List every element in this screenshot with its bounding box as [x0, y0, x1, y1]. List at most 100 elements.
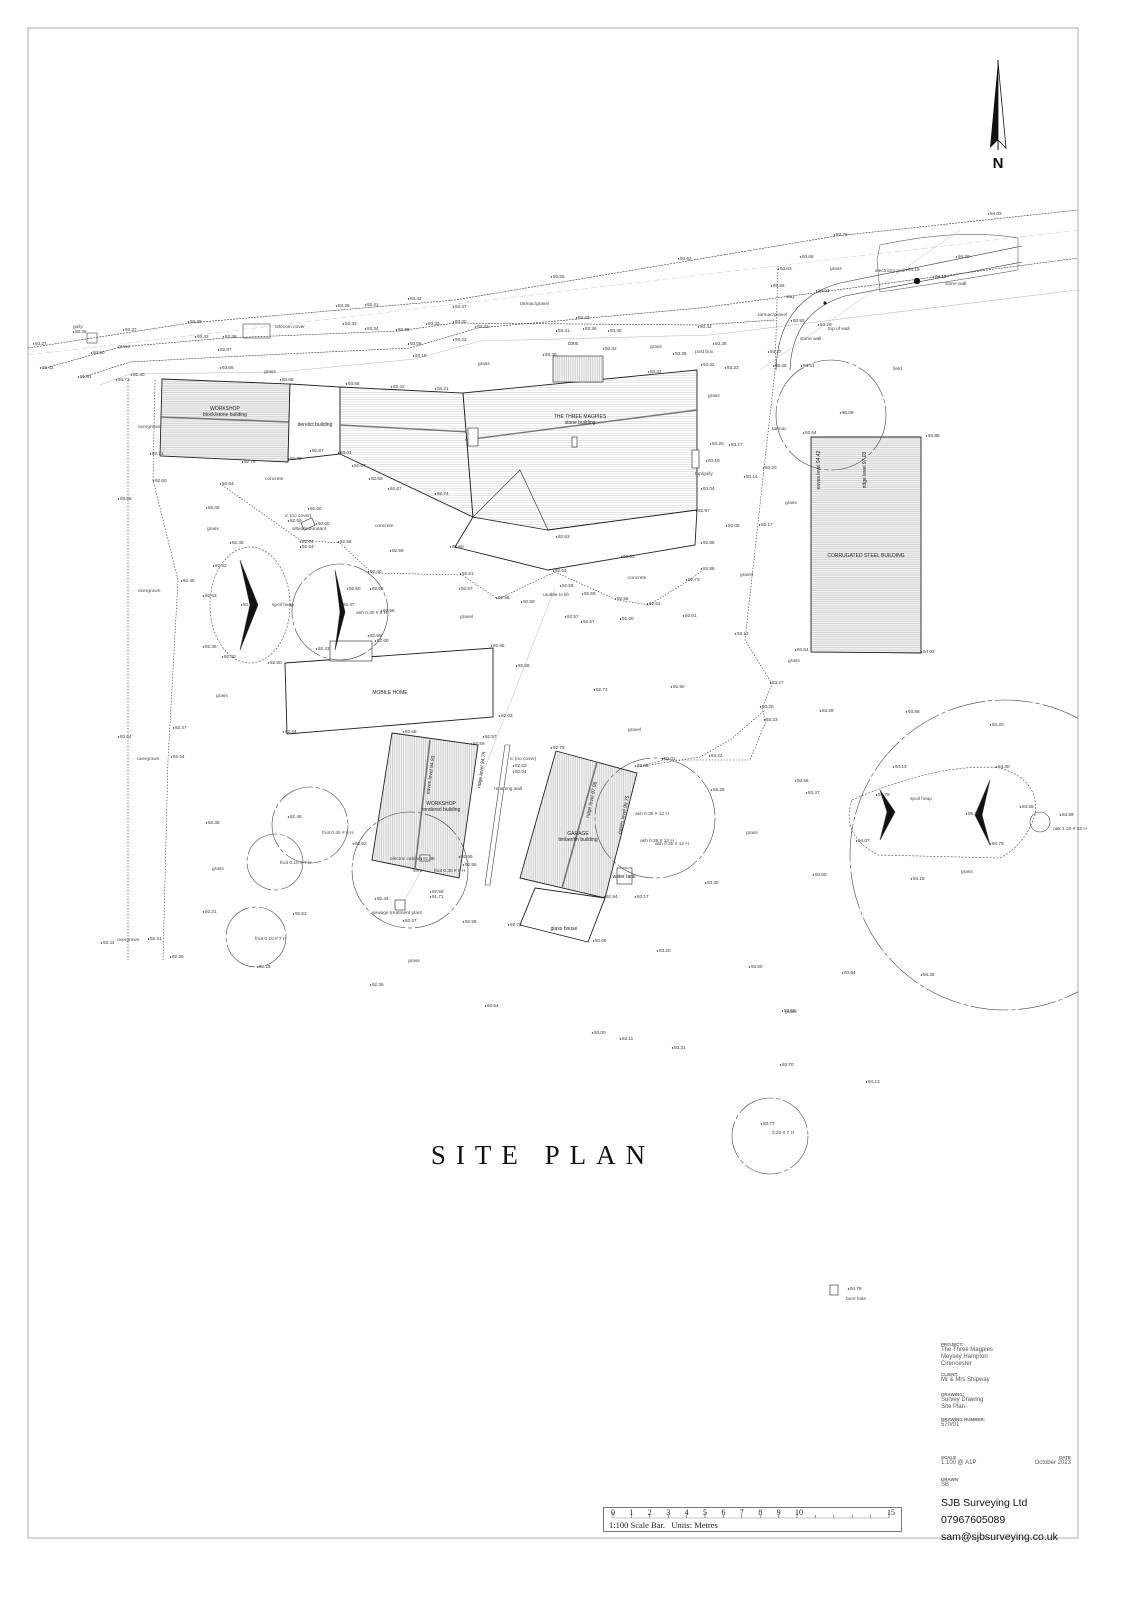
spot-level: 94.59	[1062, 812, 1074, 817]
spot-level-point	[555, 536, 558, 538]
spot-level-point	[799, 256, 802, 258]
spot-level-point	[402, 731, 405, 733]
spot-level-point	[205, 507, 208, 509]
spot-level: 93.05	[728, 523, 740, 528]
project-line: Meysey Hampton	[941, 1354, 988, 1360]
spot-level: 92.63	[623, 554, 635, 559]
corrugated-eaves: eaves level 94.42	[816, 450, 822, 489]
spot-level-point	[369, 984, 372, 986]
spot-level: 92.40	[224, 654, 236, 659]
spot-level: 94.03	[923, 649, 935, 654]
spot-level-point	[299, 546, 302, 548]
spot-level: 92.64	[222, 481, 234, 486]
spot-level-point	[965, 813, 968, 815]
spot-level-point	[90, 352, 93, 354]
area-label: field	[893, 366, 902, 372]
spot-level-point	[267, 662, 270, 664]
spot-level: 92.68	[518, 663, 530, 668]
spot-level: 92.47	[175, 725, 187, 730]
spot-level: 92.60	[155, 478, 167, 483]
spot-level: 92.57	[485, 734, 497, 739]
tree-label: ash 0.35 # 12 H	[655, 841, 689, 847]
spot-level: 92.60	[377, 638, 389, 643]
road-edges	[28, 209, 1078, 386]
spot-level-point	[412, 355, 415, 357]
area-label: post box	[695, 349, 714, 355]
spot-level-point	[762, 467, 765, 469]
spot-level-point	[221, 656, 224, 658]
porch-name: conc	[568, 341, 579, 347]
spot-level-point	[217, 349, 220, 351]
spot-level-point	[434, 493, 437, 495]
spot-level-point	[364, 328, 367, 330]
spot-level: 92.57	[567, 614, 579, 619]
spot-level-point	[172, 727, 175, 729]
spot-level-point	[812, 874, 815, 876]
spot-level: 93.17	[637, 894, 649, 899]
spot-level-point	[905, 269, 908, 271]
area-label: tarmac	[772, 426, 787, 432]
spot-level: 93.04	[703, 486, 715, 491]
spot-level-point	[555, 330, 558, 332]
spot-level-point	[777, 268, 780, 270]
building-labels: WORKSHOP block/stone building derelict b…	[203, 341, 905, 932]
spot-level: 91.71	[432, 894, 444, 899]
spot-level: 93.37	[35, 341, 47, 346]
spot-level-point	[402, 920, 405, 922]
spot-level-point	[592, 940, 595, 942]
spot-level: 93.36	[585, 326, 597, 331]
company-email[interactable]: sam@sjbsurveying.co.uk	[941, 1531, 1058, 1543]
spot-level-point	[708, 755, 711, 757]
spot-level-point	[342, 323, 345, 325]
spot-level-point	[39, 367, 42, 369]
spot-level: 92.59	[584, 591, 596, 596]
spot-level: 92.64	[555, 568, 567, 573]
area-label: top of wall	[828, 326, 850, 332]
spot-level-point	[591, 1032, 594, 1034]
scale-value: 1:100 @ A1P	[941, 1460, 977, 1466]
spot-level-point	[580, 621, 583, 623]
spot-level-point	[710, 789, 713, 791]
spot-level-point	[374, 640, 377, 642]
spot-level: 93.94	[844, 970, 856, 975]
spot-level-point	[781, 1010, 784, 1012]
spot-level-point	[425, 323, 428, 325]
spot-level: 93.58	[120, 496, 132, 501]
spot-level-point	[709, 443, 712, 445]
spot-level: 92.42	[215, 563, 227, 568]
spot-level-point	[515, 665, 518, 667]
spot-level-point	[833, 234, 836, 236]
spot-level: 93.68	[802, 254, 814, 259]
spot-level-point	[772, 365, 775, 367]
area-label: grass	[785, 1009, 797, 1015]
water-tank-name: water tank	[612, 874, 636, 880]
spot-level: 93.32	[605, 346, 617, 351]
workshop-1-desc: block/stone building	[203, 412, 247, 418]
spot-level: 93.03	[637, 763, 649, 768]
spot-level: 93.18	[415, 353, 427, 358]
drawn-value: SB	[941, 1482, 950, 1488]
spot-level-point	[1019, 806, 1022, 808]
garage-name: GARAGE	[567, 831, 589, 837]
spot-level: 92.59	[473, 741, 485, 746]
spot-level: 93.88	[908, 709, 920, 714]
spot-level: 92.74	[437, 491, 449, 496]
scale-caption: 1:100 Scale Bar. Units: Metres	[609, 1520, 718, 1530]
spot-level-point	[682, 615, 685, 617]
drawing-title: SITE PLAN	[430, 1140, 656, 1170]
spot-level-point	[364, 304, 367, 306]
spot-level: 92.78	[553, 745, 565, 750]
spot-level: 92.58	[465, 919, 477, 924]
north-arrow-icon: N	[990, 60, 1007, 172]
area-label: concrete	[375, 523, 394, 529]
spot-level-point	[315, 648, 318, 650]
spot-level-point	[367, 571, 370, 573]
spot-level-point	[507, 924, 510, 926]
spot-level-point	[219, 367, 222, 369]
spot-level: 94.18	[913, 876, 925, 881]
spot-level: 93.54	[805, 430, 817, 435]
spot-level-point	[758, 524, 761, 526]
spot-level-point	[380, 610, 383, 612]
spot-level-point	[920, 651, 923, 653]
spot-level: 94.20	[958, 254, 970, 259]
